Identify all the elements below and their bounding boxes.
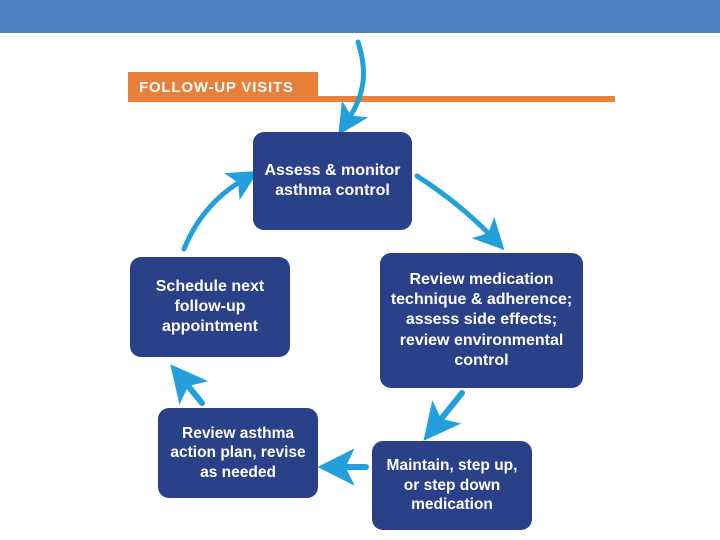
flow-node-review-medication[interactable]: Review medication technique & adherence;…	[380, 253, 583, 388]
section-title-box: FOLLOW-UP VISITS	[128, 72, 318, 102]
flow-node-action-plan-label: Review asthma action plan, revise as nee…	[170, 424, 306, 481]
flow-node-review-medication-label: Review medication technique & adherence;…	[390, 271, 573, 369]
flow-node-maintain-label: Maintain, step up, or step down medicati…	[386, 457, 518, 514]
flow-node-schedule[interactable]: Schedule next follow-up appointment	[130, 257, 290, 357]
flow-node-schedule-label: Schedule next follow-up appointment	[155, 277, 265, 336]
arrow-entry-to-assess	[338, 39, 369, 136]
title-underline-rule	[128, 96, 615, 102]
top-banner	[0, 0, 720, 33]
arrow-action-plan-to-schedule	[170, 364, 209, 406]
arrow-assess-to-review-medication	[414, 173, 505, 251]
arrow-review-medication-to-maintain	[423, 390, 465, 441]
flow-node-maintain[interactable]: Maintain, step up, or step down medicati…	[372, 441, 532, 530]
arrow-schedule-to-assess	[181, 170, 259, 252]
flow-node-action-plan[interactable]: Review asthma action plan, revise as nee…	[158, 408, 318, 498]
flow-node-assess[interactable]: Assess & monitor asthma control	[253, 132, 412, 230]
flow-node-assess-label: Assess & monitor asthma control	[264, 161, 401, 199]
page-title: FOLLOW-UP VISITS	[139, 78, 294, 96]
